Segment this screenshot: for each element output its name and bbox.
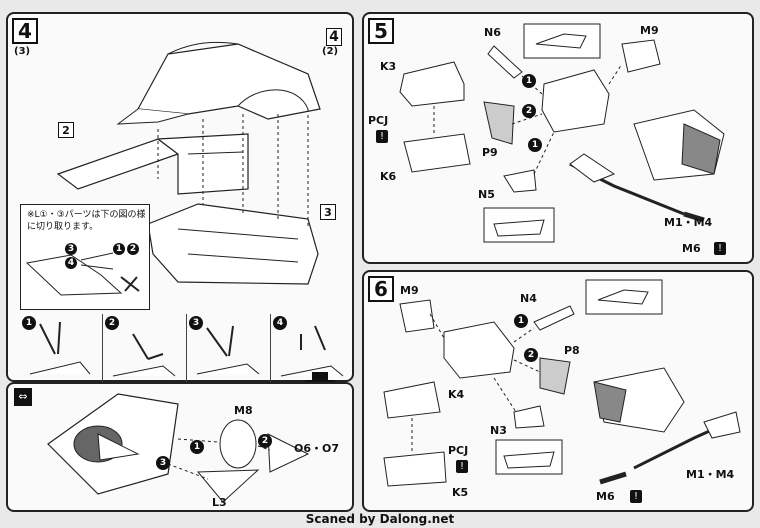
scan-credit: Scaned by Dalong.net: [305, 512, 455, 526]
cut-step-4-number: 4: [273, 316, 287, 330]
label-m1-m4: M1・M4: [664, 216, 713, 229]
step-4-panel: 4 (3) 4 (2) 2: [6, 12, 354, 384]
label-k4: K4: [448, 388, 465, 401]
nipper-icon: [196, 325, 260, 375]
step-5-sub-1b: 1: [528, 138, 542, 152]
label-l3: L3: [212, 496, 227, 509]
step-6-drawing: [383, 279, 741, 487]
step-4-subref: (3): [14, 46, 31, 57]
note-marker-4: 4: [65, 257, 77, 269]
warning-icon: !: [714, 242, 726, 255]
label-m9: M9: [400, 284, 419, 297]
note-marker-2: 2: [127, 243, 139, 255]
label-n3: N3: [490, 424, 507, 437]
step-5-number: 5: [368, 18, 394, 44]
cut-steps-strip: 1 2 3 4: [20, 314, 350, 384]
label-m6: M6: [682, 242, 701, 255]
label-pc: PCJ: [368, 114, 389, 127]
label-p8: P8: [564, 344, 580, 357]
label-n5: N5: [478, 188, 495, 201]
label-n4: N4: [520, 292, 537, 305]
ref-tag-4-sub: (2): [322, 46, 339, 57]
nipper-icon: [280, 325, 344, 377]
warning-icon: !: [376, 130, 388, 143]
sub-step-3: 3: [156, 456, 170, 470]
sub-step-2: 2: [258, 434, 272, 448]
label-n6: N6: [484, 26, 501, 39]
knife-icon: [112, 333, 176, 377]
label-k5: K5: [452, 486, 469, 499]
step-6-sub-1: 1: [514, 314, 528, 328]
cut-note-box: ※L①・③パーツは下の図の様に切り取ります。 3 1 2 4: [20, 204, 150, 310]
label-m6: M6: [596, 490, 615, 503]
note-marker-3: 3: [65, 243, 77, 255]
cut-step-3: 3: [186, 314, 266, 384]
note-marker-1: 1: [113, 243, 125, 255]
part-2-label: 2: [58, 122, 74, 138]
step-4-number: 4: [12, 18, 38, 44]
part-3-label: 3: [320, 204, 336, 220]
arrows-icon: ⇔: [14, 388, 32, 406]
cut-note-drawing: [25, 252, 140, 296]
label-m8: M8: [234, 404, 253, 417]
cut-note-text: ※L①・③パーツは下の図の様に切り取ります。: [27, 210, 146, 232]
label-k6: K6: [380, 170, 397, 183]
label-pc: PCJ: [448, 444, 469, 457]
step-4-drawing: [56, 41, 321, 285]
nipper-icon: [29, 321, 91, 375]
label-p9: P9: [482, 146, 498, 159]
warning-icon: !: [630, 490, 642, 503]
label-m1-m4: M1・M4: [686, 468, 735, 481]
step-5-panel: 5: [362, 12, 754, 264]
cut-step-4: 4: [270, 314, 350, 384]
sub-step-1: 1: [190, 440, 204, 454]
subassembly-panel: ⇔ M8 1 2 3 O6・O7 L3: [6, 382, 354, 512]
step-6-number: 6: [368, 276, 394, 302]
step-5-drawing: [399, 23, 725, 243]
label-m9: M9: [640, 24, 659, 37]
cut-step-1: 1: [20, 314, 100, 384]
cut-step-2: 2: [102, 314, 182, 384]
cut-step-3-number: 3: [189, 316, 203, 330]
warning-icon: !: [456, 460, 468, 473]
step-5-sub-1a: 1: [522, 74, 536, 88]
label-o6-o7: O6・O7: [294, 442, 340, 455]
cut-step-1-number: 1: [22, 316, 36, 330]
subassembly-drawing: [47, 393, 310, 503]
step-6-panel: 6: [362, 270, 754, 512]
step-6-sub-2: 2: [524, 348, 538, 362]
step-5-sub-2: 2: [522, 104, 536, 118]
ref-tag-4: 4: [326, 28, 342, 46]
cut-step-2-number: 2: [105, 316, 119, 330]
label-k3: K3: [380, 60, 397, 73]
